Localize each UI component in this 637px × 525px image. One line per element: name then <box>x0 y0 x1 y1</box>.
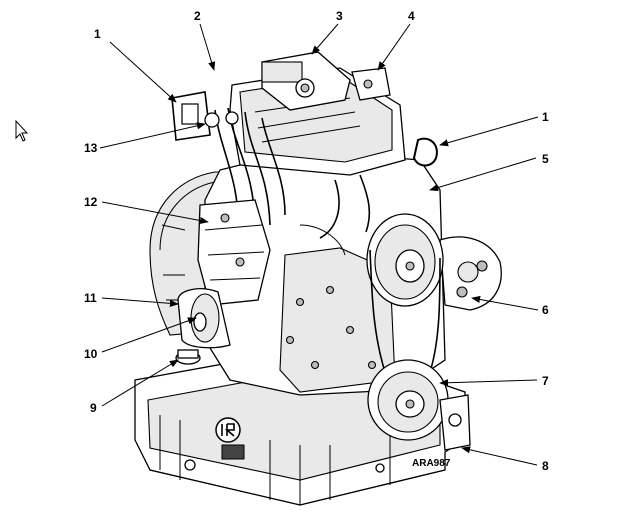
callout-11: 11 <box>84 291 97 305</box>
callout-2: 2 <box>194 9 201 23</box>
callout-13: 13 <box>84 141 98 155</box>
leader-6 <box>471 295 539 311</box>
callout-8: 8 <box>542 459 549 473</box>
engine-illustration <box>134 51 502 506</box>
callout-5: 5 <box>542 152 549 166</box>
drawing-code: ARA987 <box>412 458 451 469</box>
callout-10: 10 <box>84 347 98 361</box>
leader-8 <box>461 446 538 466</box>
callout-1-right: 1 <box>542 110 549 124</box>
callout-6: 6 <box>542 303 549 317</box>
callout-4: 4 <box>408 9 415 23</box>
leader-7 <box>439 379 538 387</box>
callout-1-left: 1 <box>94 27 101 41</box>
leader-12 <box>101 201 209 225</box>
callout-9: 9 <box>90 401 97 415</box>
leader-1-left <box>109 41 177 103</box>
leader-4 <box>377 23 411 71</box>
leader-13 <box>99 122 206 149</box>
leader-5 <box>429 157 537 192</box>
callout-labels: 1 2 3 4 1 5 6 7 8 9 10 11 12 13 <box>84 9 549 473</box>
leader-10 <box>101 317 197 353</box>
leader-9 <box>101 359 179 407</box>
leader-11 <box>101 297 179 307</box>
cursor-arrow-icon <box>15 119 29 142</box>
leader-3 <box>311 23 339 55</box>
callout-leaders <box>99 23 539 466</box>
callout-12: 12 <box>84 195 98 209</box>
callout-7: 7 <box>542 374 549 388</box>
leader-2 <box>199 23 216 71</box>
leader-1-right <box>439 116 539 147</box>
callout-3: 3 <box>336 9 343 23</box>
oil-pan-emblem <box>215 417 245 460</box>
